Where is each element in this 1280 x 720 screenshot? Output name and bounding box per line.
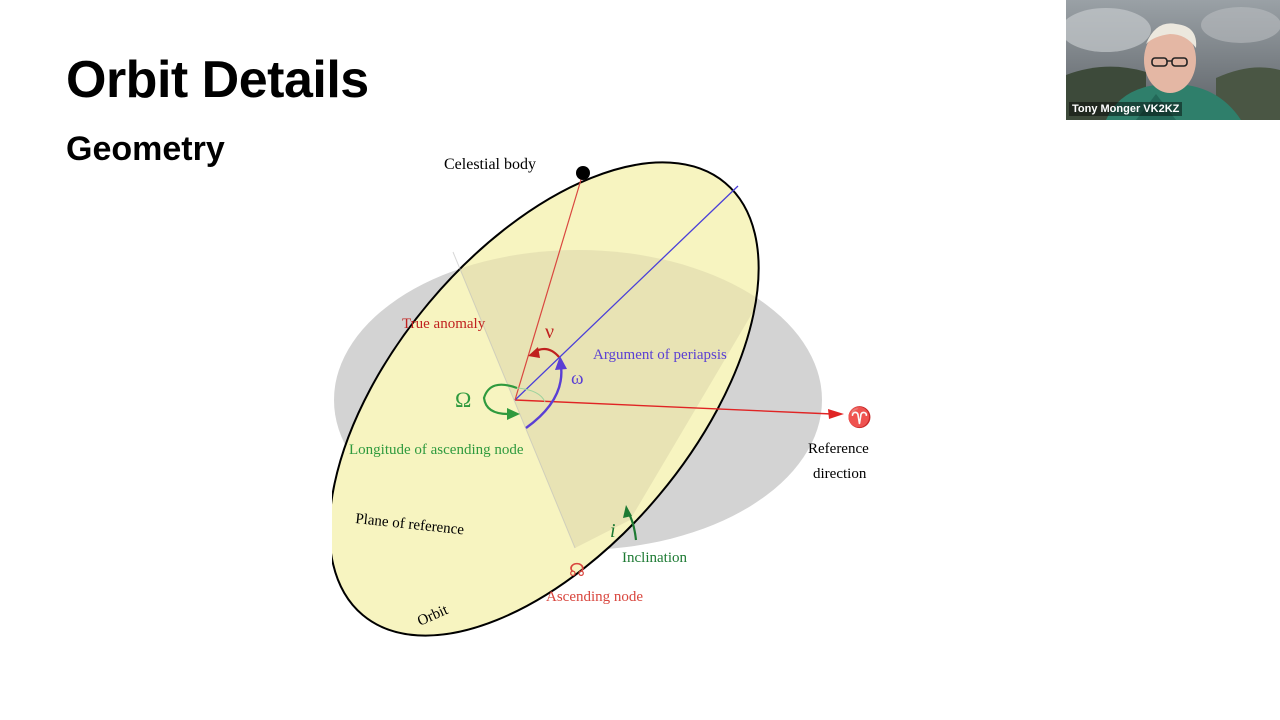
label-inclination: Inclination bbox=[622, 550, 687, 566]
label-argument-of-periapsis: Argument of periapsis bbox=[593, 347, 727, 363]
label-longitude-ascending-node: Longitude of ascending node bbox=[349, 442, 524, 458]
label-reference-direction-2: direction bbox=[813, 466, 867, 482]
label-reference-direction-1: Reference bbox=[808, 441, 869, 457]
celestial-body-marker bbox=[576, 166, 590, 180]
label-nu: ν bbox=[545, 321, 554, 343]
reference-direction-arrowhead bbox=[828, 409, 844, 419]
label-aries-symbol: ♈ bbox=[847, 405, 872, 429]
body-radius-line bbox=[514, 172, 584, 401]
slide-title: Orbit Details bbox=[66, 51, 369, 109]
label-omega-capital: Ω bbox=[455, 387, 471, 412]
longitude-node-arc bbox=[482, 383, 518, 416]
label-true-anomaly: True anomaly bbox=[402, 316, 486, 332]
reference-direction-line bbox=[514, 399, 833, 415]
participant-name-label: Tony Monger VK2KZ bbox=[1069, 102, 1183, 116]
label-inclination-symbol: i bbox=[610, 520, 616, 542]
participant-video-tile[interactable]: Tony Monger VK2KZ bbox=[1066, 0, 1280, 120]
orbit-outline bbox=[332, 161, 760, 637]
participant-video-feed bbox=[1066, 0, 1280, 120]
label-celestial-body: Celestial body bbox=[444, 156, 536, 173]
periapsis-line bbox=[514, 185, 739, 401]
label-ascending-node-symbol: ☊ bbox=[569, 560, 585, 580]
label-omega-small: ω bbox=[571, 368, 584, 389]
slide-subtitle: Geometry bbox=[66, 130, 225, 168]
argument-of-periapsis-arc bbox=[525, 365, 563, 429]
label-ascending-node: Ascending node bbox=[546, 589, 643, 605]
